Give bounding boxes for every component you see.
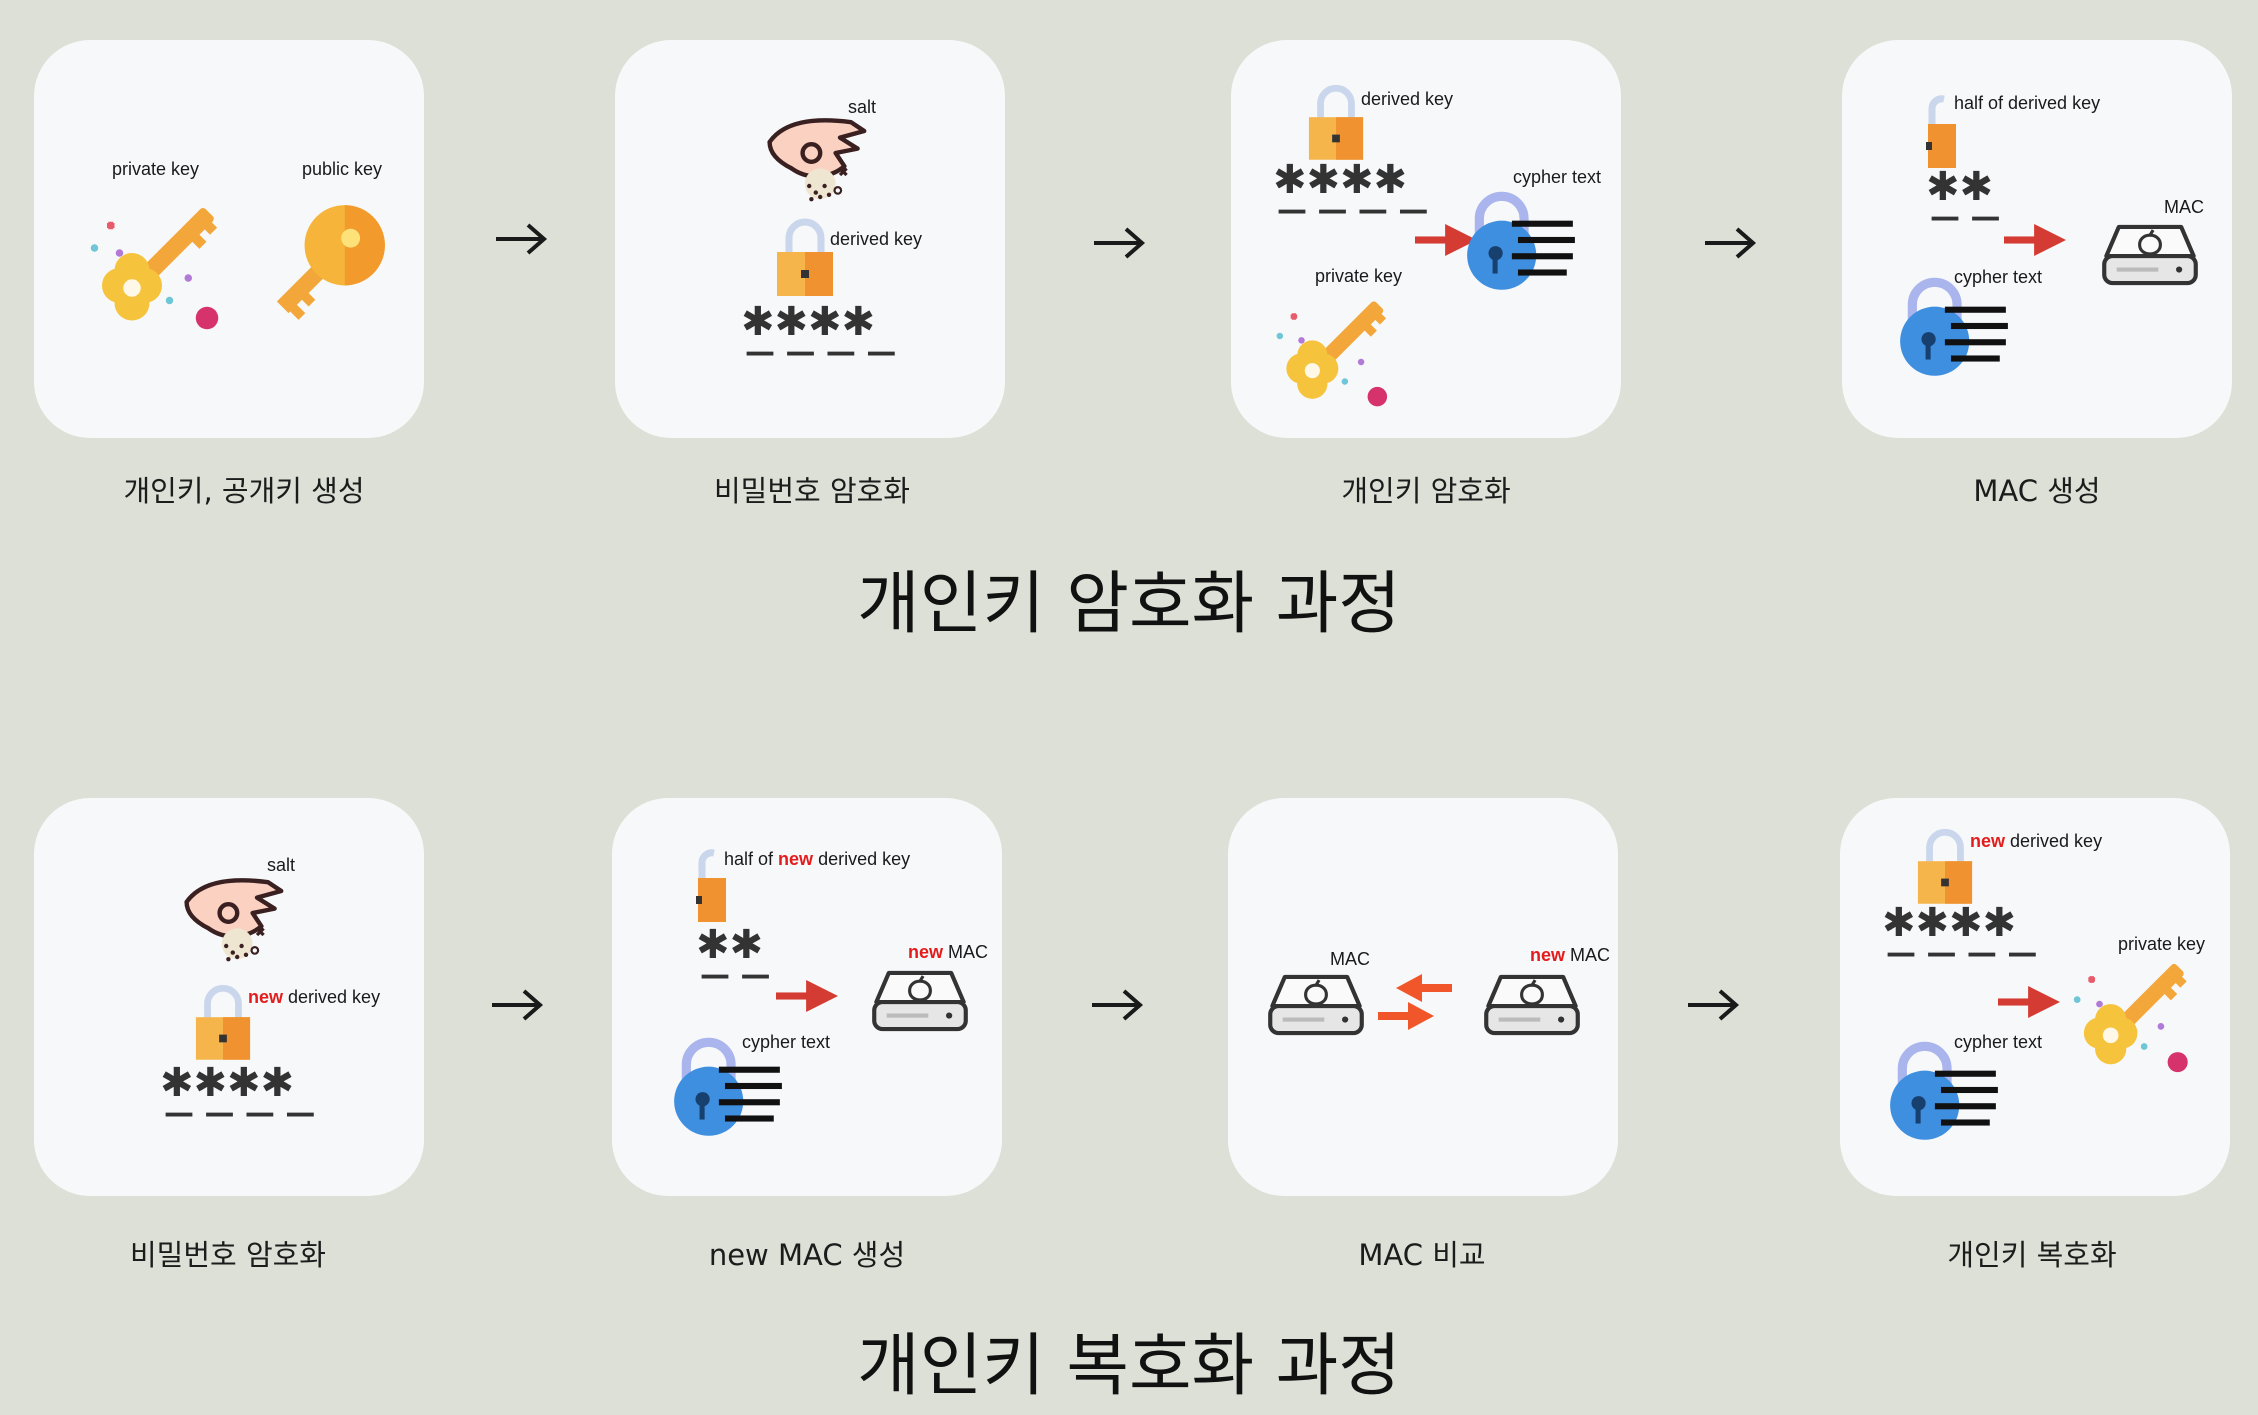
half-new-derived-key-label: half of new derived key xyxy=(724,849,910,869)
cypher-text-label: cypher text xyxy=(1954,267,2042,287)
step-caption: 개인키, 공개키 생성 xyxy=(123,474,365,508)
password-dashes: — — — — xyxy=(1886,936,2037,971)
private-key-icon xyxy=(2074,962,2192,1072)
private-key-icon xyxy=(91,206,223,329)
encrypt-process-title: 개인키 암호화 과정 xyxy=(857,565,1401,644)
password-dashes: — — — — xyxy=(1277,193,1428,228)
password-stars: ✱✱✱✱ xyxy=(741,299,875,345)
public-key-label: public key xyxy=(302,159,382,179)
new-mac-icon xyxy=(1486,977,1578,1033)
private-key-label: private key xyxy=(1315,266,1402,286)
step-keygen-card: private key public key xyxy=(34,40,424,438)
derived-key-label: derived key xyxy=(830,229,922,249)
new-mac-label: new MAC xyxy=(908,942,988,962)
red-arrow-icon xyxy=(776,980,838,1012)
salt-label: salt xyxy=(267,855,295,875)
new-derived-key-lock-icon xyxy=(196,988,250,1060)
step-caption: 비밀번호 암호화 xyxy=(714,474,910,508)
step-caption: MAC 비교 xyxy=(1358,1238,1486,1272)
flow-arrow-1 xyxy=(492,219,552,259)
derived-key-lock-icon xyxy=(777,222,833,296)
mac-label: MAC xyxy=(1330,949,1370,969)
derived-key-label: derived key xyxy=(1361,89,1453,109)
mac-icon xyxy=(2104,227,2196,283)
new-tag: new xyxy=(1530,945,1566,965)
step-password-encrypt-card: salt derived key ✱✱✱✱ — — — — xyxy=(615,40,1005,438)
salt-hand-icon xyxy=(770,120,865,201)
step-privkey-encrypt-card: derived key ✱✱✱✱ — — — — cypher text pri… xyxy=(1231,40,1621,438)
password-stars: ✱✱ xyxy=(1926,164,1993,210)
password-dashes: — — xyxy=(1930,200,2000,235)
cypher-text-label: cypher text xyxy=(742,1032,830,1052)
flow-arrow-6 xyxy=(1684,985,1744,1025)
private-key-label: private key xyxy=(2118,934,2205,954)
salt-label: salt xyxy=(848,97,876,117)
cypher-text-label: cypher text xyxy=(1513,167,1601,187)
compare-arrows-icon xyxy=(1378,974,1452,1030)
new-derived-key-lock-icon xyxy=(1918,832,1972,904)
private-key-icon xyxy=(1277,300,1391,406)
password-stars: ✱✱✱✱ xyxy=(1273,157,1407,203)
cypher-text-lock-icon xyxy=(1900,282,2008,376)
new-tag: new xyxy=(1970,831,2006,851)
mac-icon xyxy=(1270,977,1362,1033)
password-stars: ✱✱✱✱ xyxy=(1882,900,2016,946)
half-new-derived-key-lock-icon xyxy=(696,853,726,922)
cypher-text-lock-icon xyxy=(1467,196,1575,290)
password-stars: ✱✱✱✱ xyxy=(160,1060,294,1106)
step-caption: new MAC 생성 xyxy=(708,1238,906,1272)
step-caption: 비밀번호 암호화 xyxy=(130,1238,326,1272)
new-tag: new xyxy=(908,942,944,962)
new-derived-key-label: new derived key xyxy=(1970,831,2102,851)
derived-key-lock-icon xyxy=(1309,88,1363,160)
cypher-text-label: cypher text xyxy=(1954,1032,2042,1052)
new-derived-key-label: new derived key xyxy=(248,987,380,1007)
cypher-text-lock-icon xyxy=(1890,1046,1998,1140)
derived-key-text: derived key xyxy=(283,987,380,1007)
step-privkey-decrypt-card: new derived key ✱✱✱✱ — — — — private key… xyxy=(1840,798,2230,1196)
derived-key-text: derived key xyxy=(813,849,910,869)
new-tag: new xyxy=(248,987,284,1007)
decrypt-process-title: 개인키 복호화 과정 xyxy=(857,1327,1401,1406)
mac-text: MAC xyxy=(1565,945,1610,965)
red-arrow-icon xyxy=(2004,224,2066,256)
password-stars: ✱✱ xyxy=(696,922,763,968)
half-derived-key-label: half of derived key xyxy=(1954,93,2100,113)
step-new-mac-card: half of new derived key ✱✱ — — new MAC c… xyxy=(612,798,1002,1196)
flow-arrow-5 xyxy=(1088,985,1148,1025)
password-dashes: — — — — xyxy=(745,335,896,370)
red-arrow-icon xyxy=(1998,986,2060,1018)
new-tag: new xyxy=(778,849,814,869)
password-dashes: — — xyxy=(700,958,770,993)
cypher-text-lock-icon xyxy=(674,1042,782,1136)
step-mac-gen-card: half of derived key ✱✱ — — MAC cypher te… xyxy=(1842,40,2232,438)
step-password-encrypt-card-2: salt new derived key ✱✱✱✱ — — — — xyxy=(34,798,424,1196)
half-derived-key-lock-icon xyxy=(1926,99,1956,168)
mac-text: MAC xyxy=(943,942,988,962)
new-mac-label: new MAC xyxy=(1530,945,1610,965)
password-dashes: — — — — xyxy=(164,1096,315,1131)
derived-key-text: derived key xyxy=(2005,831,2102,851)
step-caption: MAC 생성 xyxy=(1973,474,2101,508)
public-key-icon xyxy=(276,205,385,322)
mac-label: MAC xyxy=(2164,197,2204,217)
step-mac-compare-card: MAC new MAC xyxy=(1228,798,1618,1196)
salt-hand-icon xyxy=(187,880,282,961)
flow-arrow-3 xyxy=(1701,223,1761,263)
step-caption: 개인키 복호화 xyxy=(1947,1238,2117,1272)
new-mac-icon xyxy=(874,973,966,1029)
private-key-label: private key xyxy=(112,159,199,179)
flow-arrow-4 xyxy=(488,985,548,1025)
flow-arrow-2 xyxy=(1090,223,1150,263)
step-caption: 개인키 암호화 xyxy=(1341,474,1511,508)
half-of-text: half of xyxy=(724,849,778,869)
